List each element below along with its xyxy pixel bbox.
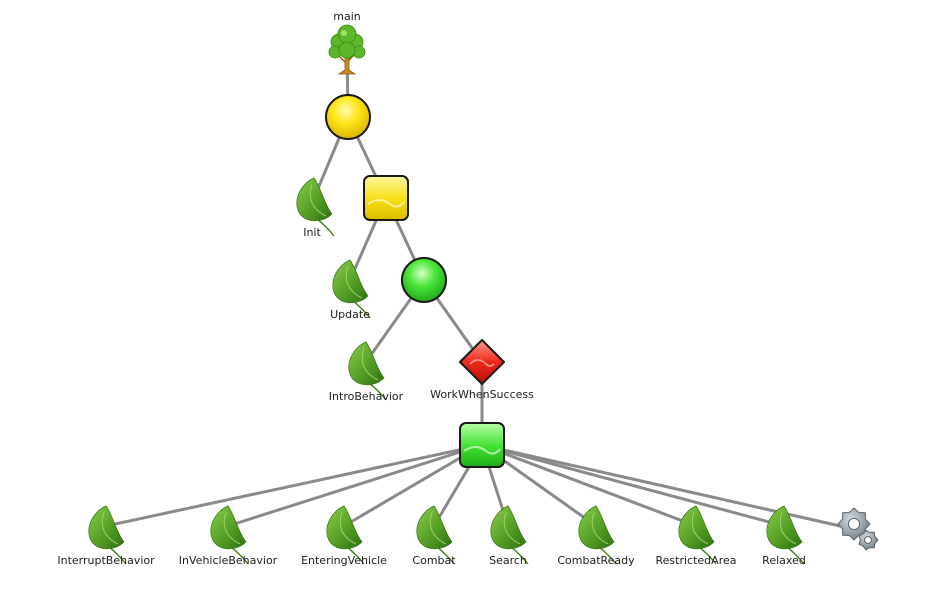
edge-seq2-gears	[480, 443, 860, 532]
interruptbehavior-action-node[interactable]	[88, 505, 127, 565]
node-label-init: Init	[303, 226, 321, 239]
introbehavior-action-node[interactable]	[348, 341, 387, 401]
node-label-main: main	[333, 10, 361, 23]
node-label-combat: Combat	[412, 554, 456, 567]
node-label-search: Search	[489, 554, 527, 567]
enteringvehicle-action-node[interactable]	[326, 505, 365, 565]
seq2-sequence-node[interactable]	[459, 422, 505, 468]
edge-seq2-restricted	[480, 443, 698, 528]
node-label-relaxed: Relaxed	[762, 554, 806, 567]
node-label-enteringvehicle: EnteringVehicle	[301, 554, 387, 567]
sel2-selector-node[interactable]	[401, 257, 447, 303]
search-action-node[interactable]	[490, 505, 529, 565]
node-label-update: Update	[330, 308, 370, 321]
relaxed-action-node[interactable]	[766, 505, 805, 565]
edge-seq2-invehicle	[226, 443, 484, 528]
restrictedarea-action-node[interactable]	[678, 505, 717, 565]
sel1-selector-node[interactable]	[325, 94, 371, 140]
workwhensuccess-decorator-node[interactable]	[459, 339, 505, 385]
node-label-introbehavior: IntroBehavior	[328, 390, 404, 403]
gears-gears-node[interactable]	[837, 507, 879, 551]
node-label-workwhensuccess: WorkWhenSuccess	[430, 388, 534, 401]
edge-seq2-interrupt	[104, 443, 484, 528]
node-label-combatready: CombatReady	[557, 554, 635, 567]
combat-action-node[interactable]	[416, 505, 455, 565]
combatready-action-node[interactable]	[578, 505, 617, 565]
invehiclebehavior-action-node[interactable]	[210, 505, 249, 565]
node-label-interruptbehavior: InterruptBehavior	[57, 554, 155, 567]
update-action-node[interactable]	[332, 259, 371, 319]
main-tree-root-node[interactable]	[328, 24, 366, 75]
edge-seq2-relaxed	[480, 443, 786, 528]
node-label-invehiclebehavior: InVehicleBehavior	[178, 554, 278, 567]
tree-nodes	[88, 24, 879, 565]
init-action-node[interactable]	[296, 177, 335, 237]
seq1-sequence-node[interactable]	[363, 175, 409, 221]
node-label-restrictedarea: RestrictedArea	[655, 554, 737, 567]
